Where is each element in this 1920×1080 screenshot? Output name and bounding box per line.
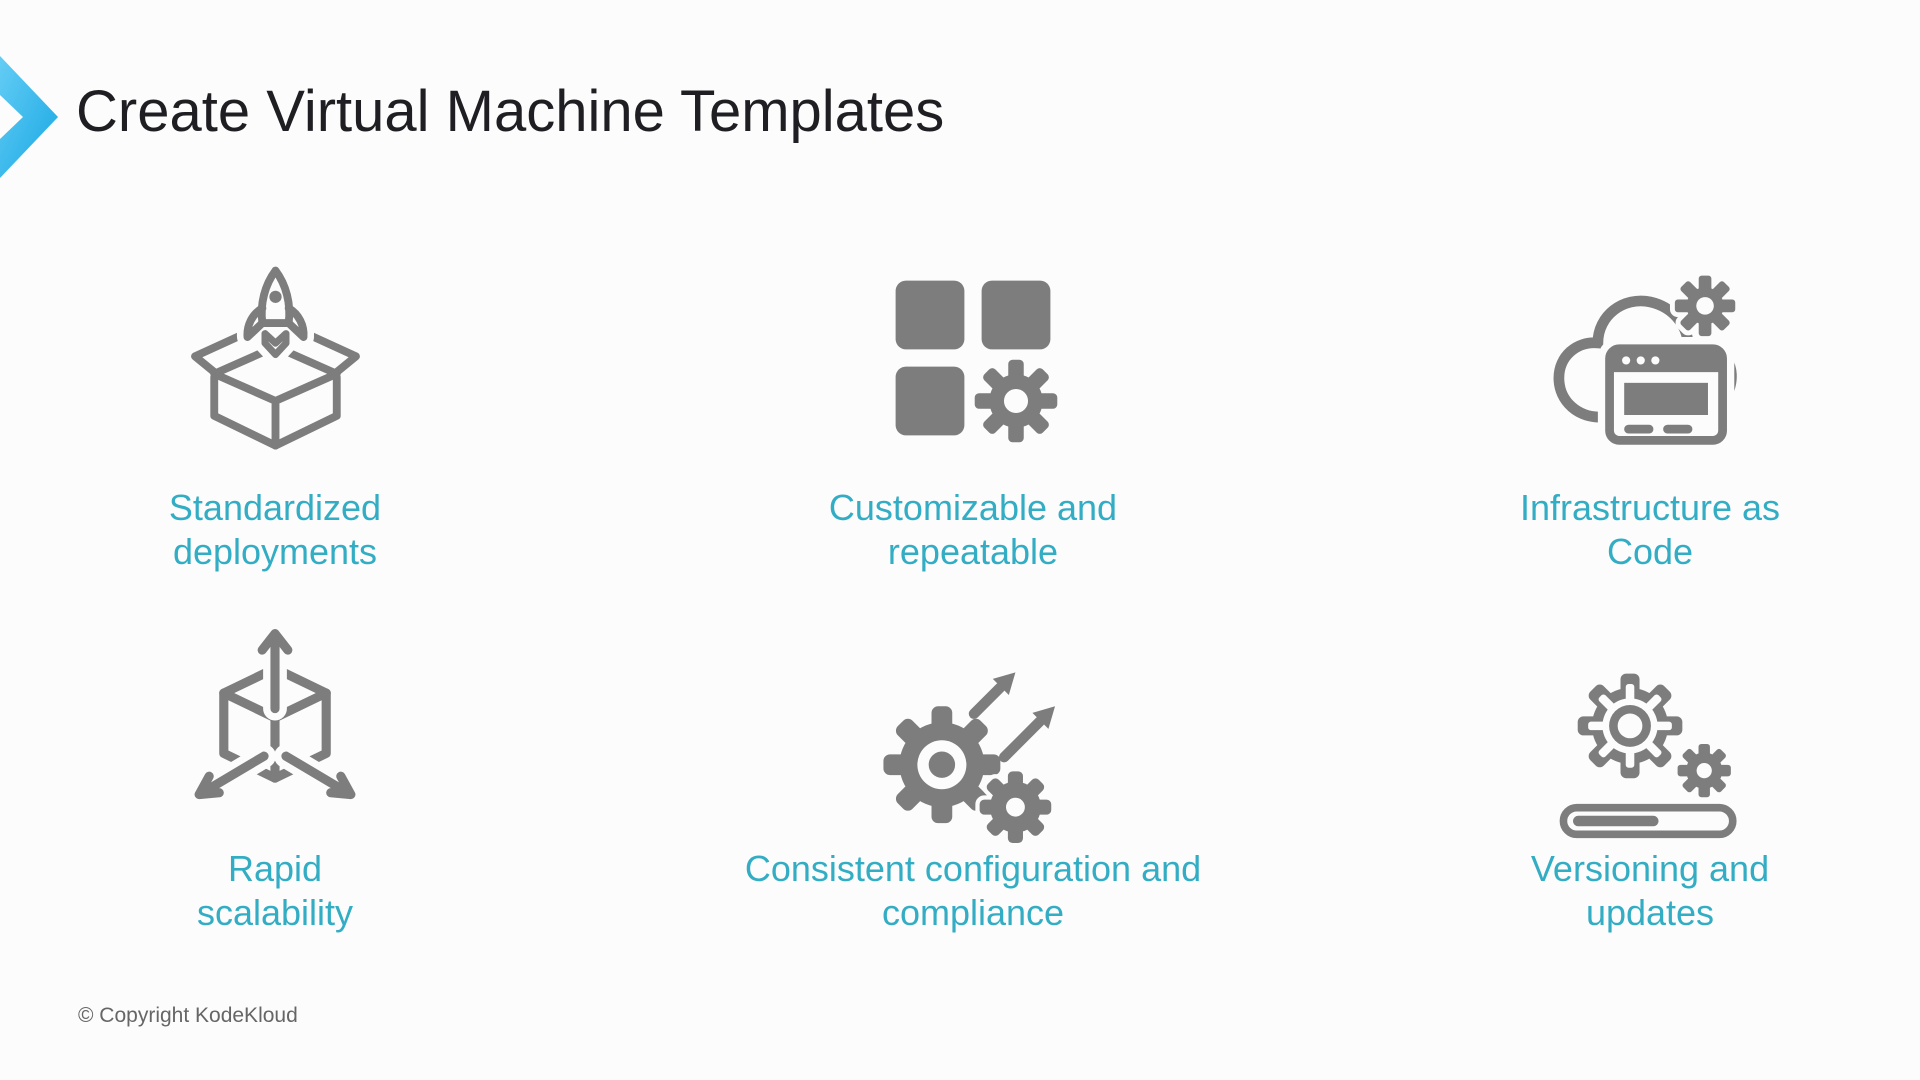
icon-box — [1390, 258, 1910, 458]
feature-label: Infrastructure as Code — [1519, 487, 1781, 572]
feature-rapid-scalability: Rapid scalability — [15, 615, 535, 935]
gears-with-arrows-icon — [883, 671, 1056, 845]
feature-customizable-repeatable: Customizable and repeatable — [713, 258, 1233, 574]
icon-box — [1390, 615, 1910, 838]
feature-standardized-deployments: Standardized deployments — [15, 258, 535, 574]
gears-progress-bar-icon — [1559, 673, 1737, 838]
copyright-text: © Copyright KodeKloud — [78, 1004, 298, 1027]
icon-box — [15, 615, 535, 815]
feature-label: Consistent configuration and compliance — [744, 848, 1202, 933]
cube-expand-arrows-icon — [190, 625, 360, 805]
page-title: Create Virtual Machine Templates — [76, 79, 945, 144]
icon-box — [15, 258, 535, 458]
icon-box — [713, 615, 1233, 845]
icon-box — [713, 258, 1233, 458]
feature-label: Versioning and updates — [1530, 848, 1770, 933]
box-rocket-launch-icon — [190, 259, 360, 449]
feature-consistent-configuration: Consistent configuration and compliance — [713, 615, 1233, 935]
feature-infrastructure-as-code: Infrastructure as Code — [1390, 258, 1910, 574]
feature-label: Rapid scalability — [196, 848, 354, 933]
feature-label: Customizable and repeatable — [828, 487, 1118, 572]
modules-with-gear-icon — [895, 280, 1058, 443]
cloud-gear-browser-icon — [1553, 270, 1741, 453]
feature-label: Standardized deployments — [168, 487, 382, 572]
chevron-icon — [0, 56, 58, 178]
feature-versioning-updates: Versioning and updates — [1390, 615, 1910, 935]
